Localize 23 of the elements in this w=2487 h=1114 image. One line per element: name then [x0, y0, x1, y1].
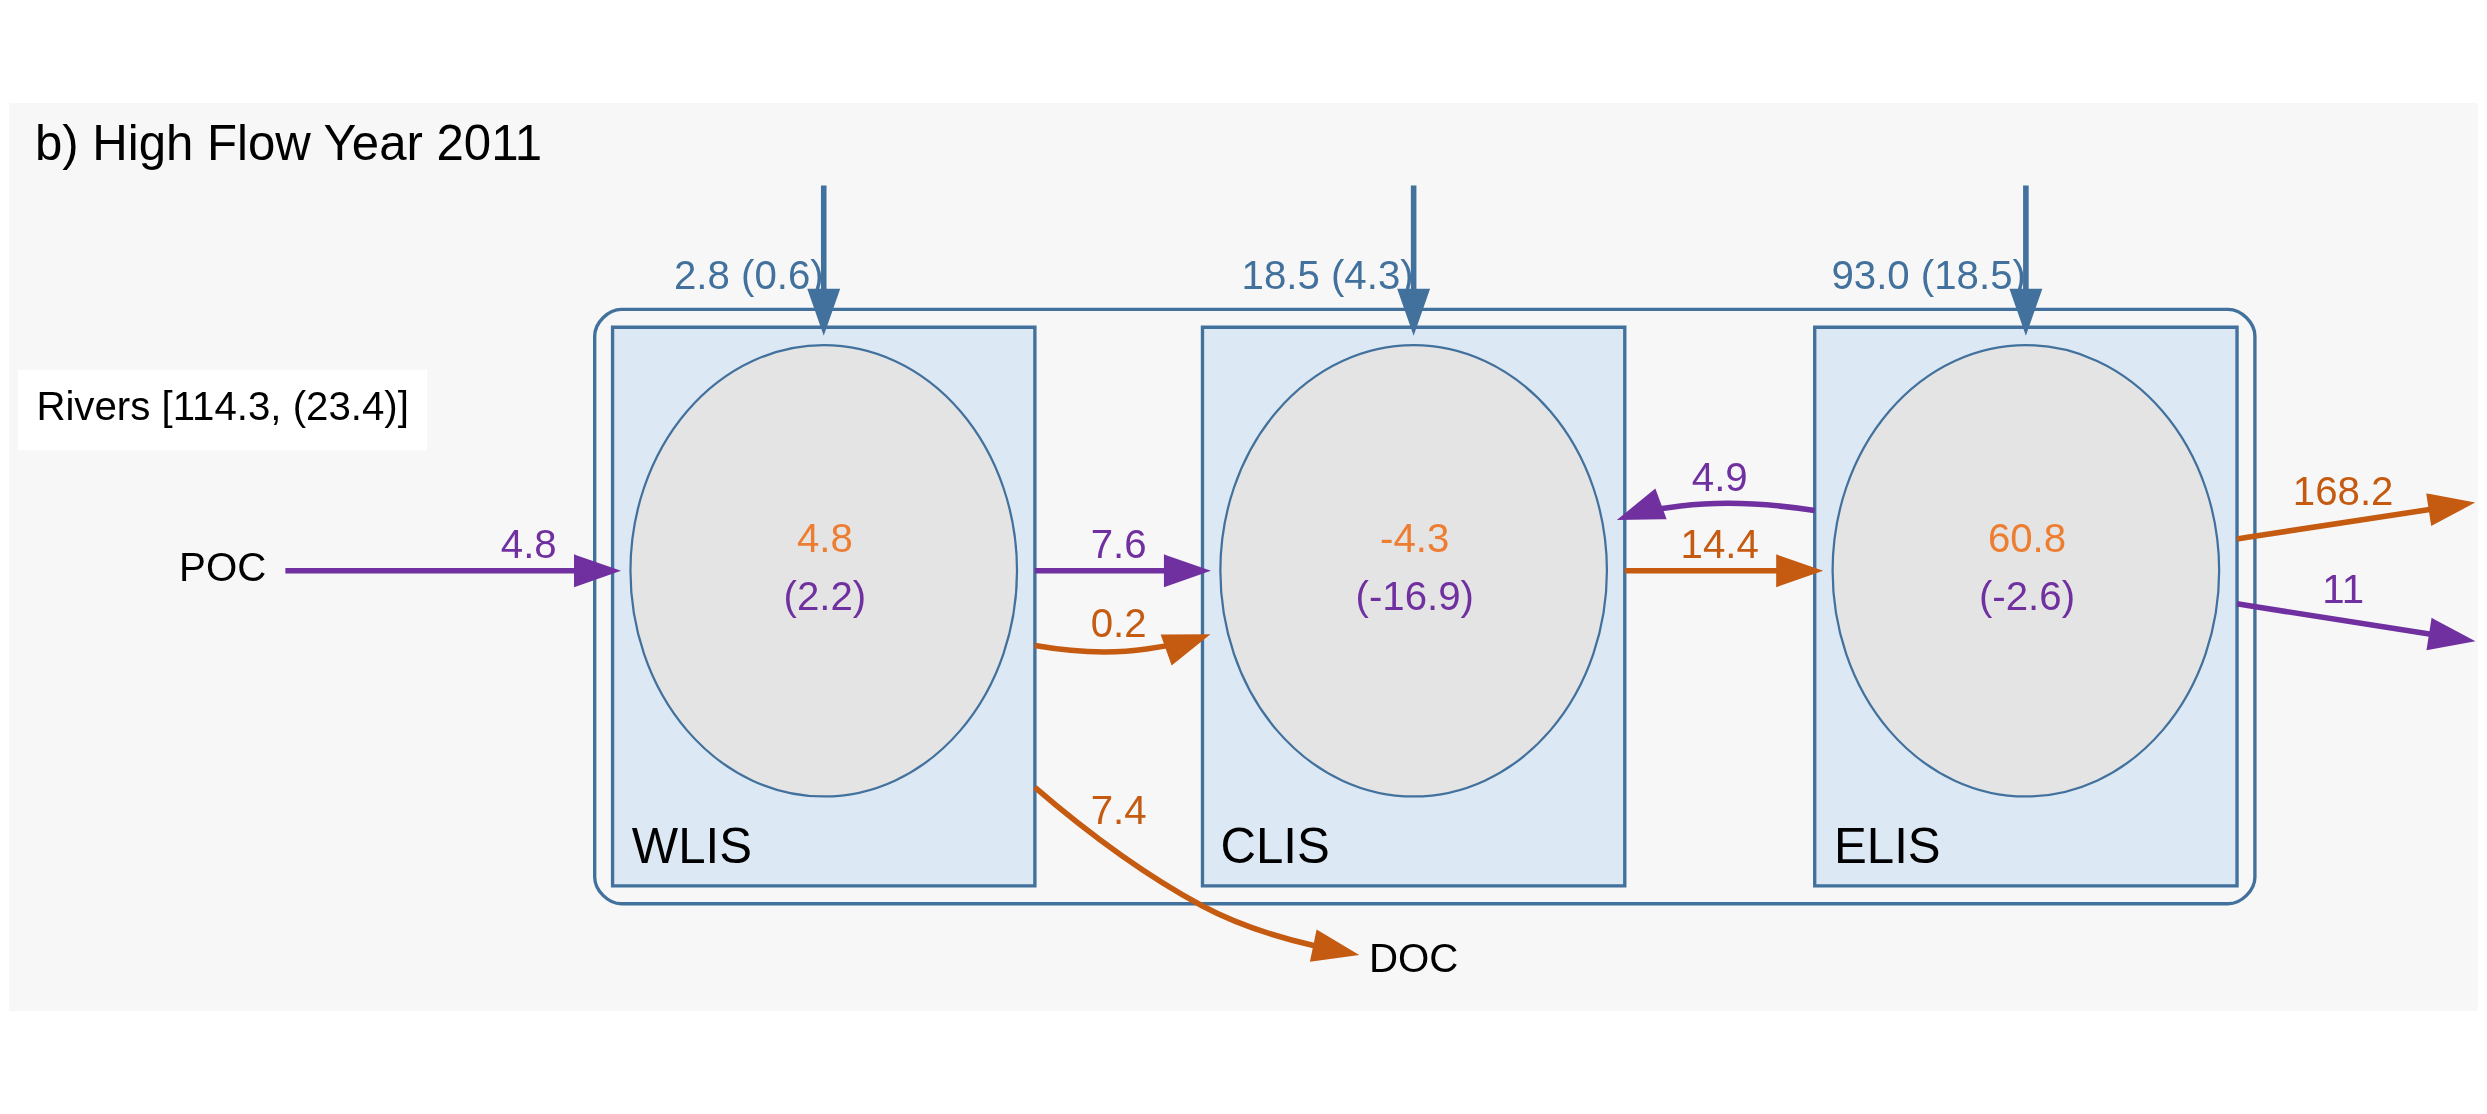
arrow — [2236, 601, 2476, 651]
label: Rivers [114.3, (23.4)] — [36, 383, 409, 429]
arrow — [285, 554, 622, 588]
node-ellipse: 4.8 (2.2) — [629, 344, 1019, 798]
cluster — [593, 307, 2257, 906]
arrow — [2236, 493, 2476, 542]
node-ellipse: 60.8 (-2.6) — [1831, 344, 2221, 798]
edge-label: 14.4 — [1680, 522, 1759, 568]
arrow — [1033, 785, 1360, 962]
arrow — [1624, 554, 1824, 588]
edge-label: 7.4 — [1090, 788, 1147, 834]
node-ellipse: -4.3 (-16.9) — [1219, 344, 1609, 798]
edge-label: 2.8 (0.6) — [673, 253, 824, 299]
edge-label: 7.6 — [1090, 522, 1147, 568]
edge-label: 18.5 (4.3) — [1241, 253, 1414, 299]
edge-label: 0.2 — [1090, 600, 1147, 646]
diagram-title: b) High Flow Year 2011 — [34, 116, 543, 171]
node-text: DOC — [1368, 935, 1459, 981]
node-text: POC — [179, 544, 267, 590]
edge-label: 4.8 — [500, 522, 557, 568]
edge-label: 11 — [2322, 566, 2365, 612]
edge-label: 168.2 — [2292, 468, 2394, 514]
edge-label: 4.9 — [1691, 455, 1748, 501]
